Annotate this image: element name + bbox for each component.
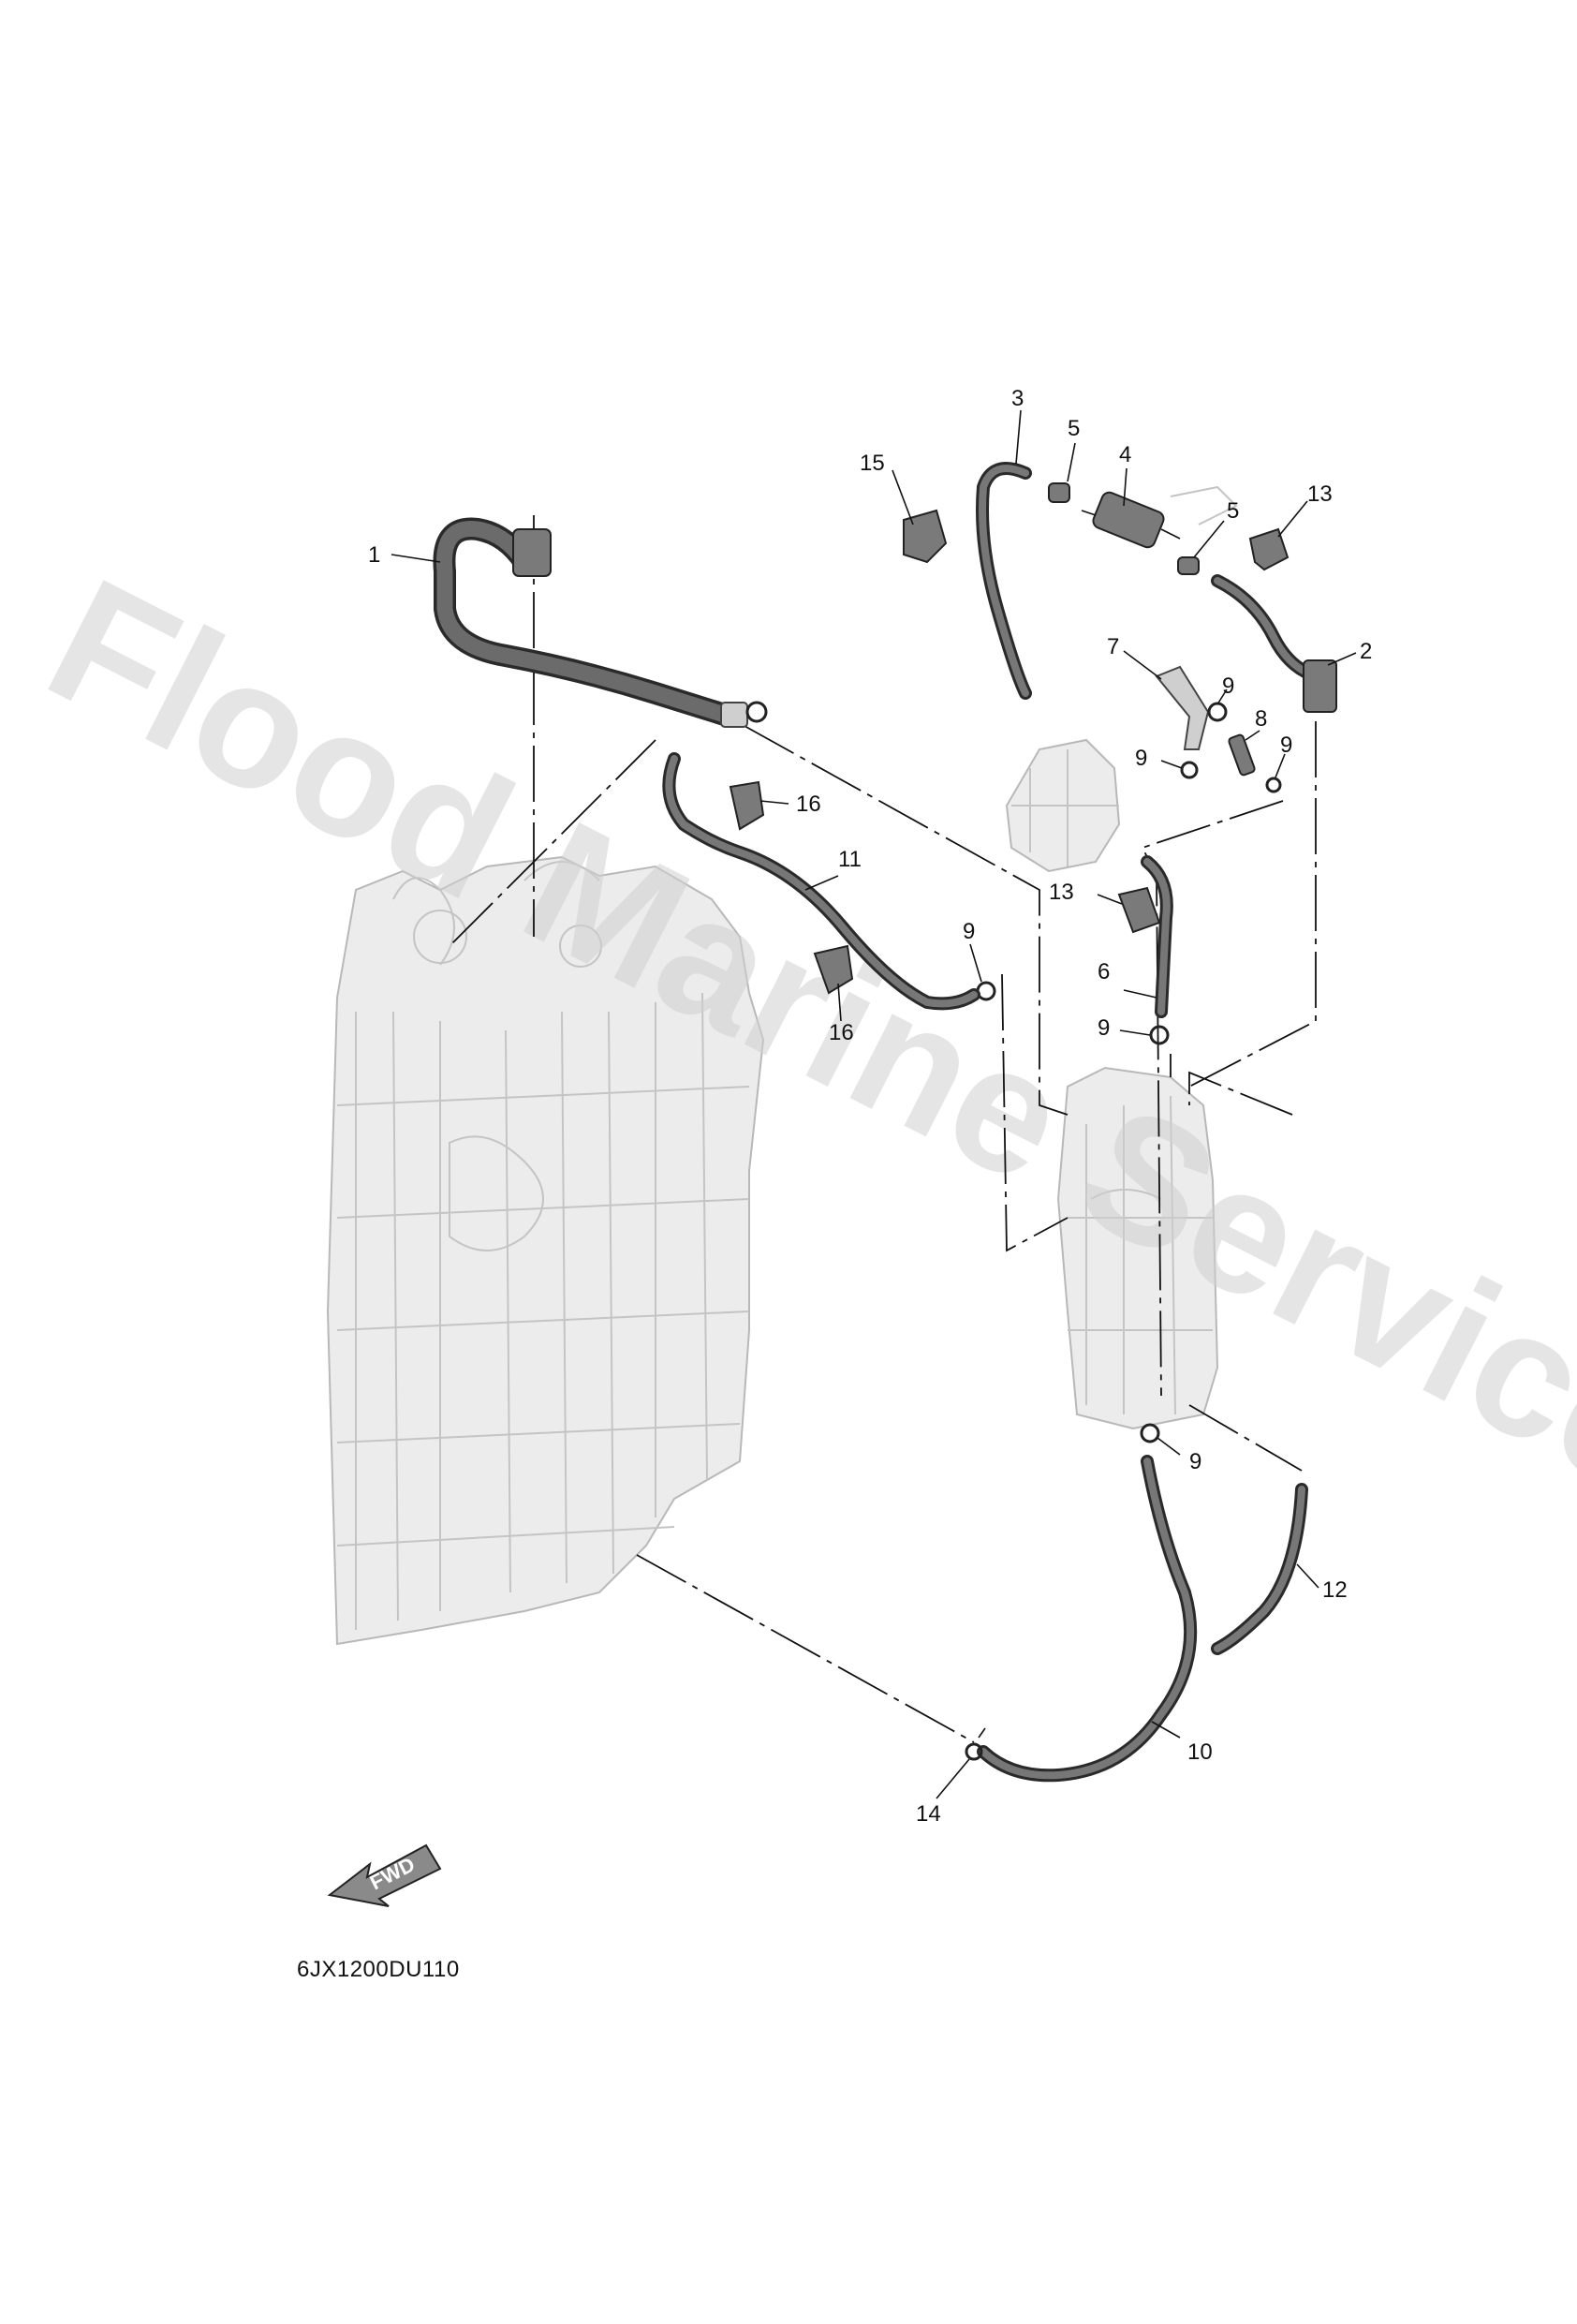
part-16-holder-b — [813, 944, 854, 995]
part-11-hose — [662, 752, 980, 1011]
callout-9d: 9 — [963, 919, 975, 944]
part-3-hose — [976, 462, 1032, 700]
part-15-holder — [903, 509, 948, 564]
callout-14: 14 — [916, 1801, 941, 1827]
callout-7: 7 — [1107, 634, 1119, 659]
part-1-hose — [433, 517, 768, 728]
part-13-holder-b — [1117, 886, 1161, 934]
callout-3: 3 — [1011, 386, 1024, 411]
part-7-bracket — [1155, 665, 1210, 750]
part-5-clamp-a — [1048, 482, 1070, 503]
engine-block-ghost — [326, 855, 765, 1646]
hose-connector — [512, 528, 552, 577]
part-5-clamp-b — [1177, 556, 1200, 575]
callout-9c: 9 — [1280, 733, 1292, 758]
callout-13b: 13 — [1049, 880, 1074, 905]
callout-15: 15 — [860, 451, 885, 476]
callout-9f: 9 — [1189, 1449, 1201, 1474]
callout-9b: 9 — [1135, 746, 1147, 771]
callout-12: 12 — [1322, 1577, 1348, 1603]
callout-16b: 16 — [829, 1020, 854, 1045]
callout-leaders — [391, 409, 1357, 1799]
callout-16a: 16 — [796, 792, 821, 817]
part-16-holder-a — [729, 780, 765, 831]
callout-4: 4 — [1119, 442, 1131, 467]
callout-5b: 5 — [1227, 498, 1239, 524]
fwd-arrow-icon: FWD — [327, 1843, 442, 1907]
callout-2: 2 — [1360, 639, 1372, 664]
callout-10: 10 — [1187, 1739, 1213, 1765]
callout-11: 11 — [838, 847, 862, 872]
part-13-holder-a — [1248, 527, 1290, 571]
callout-6: 6 — [1098, 959, 1110, 984]
part-12-hose — [1211, 1483, 1308, 1655]
drawing-code: 6JX1200DU110 — [297, 1957, 460, 1982]
part-14-clip — [965, 1727, 986, 1761]
callout-5a: 5 — [1068, 416, 1080, 441]
callout-9e: 9 — [1098, 1015, 1110, 1041]
callout-1: 1 — [368, 542, 380, 568]
callout-9a: 9 — [1222, 674, 1234, 699]
part-8-joint — [1228, 733, 1256, 777]
part-2-hose — [1211, 574, 1337, 713]
watermark-text: Flood Marine Services — [20, 541, 1577, 1576]
callouts: 1 2 3 4 5 5 6 7 8 9 9 9 9 9 9 10 11 12 1… — [368, 386, 1372, 1827]
callout-8: 8 — [1255, 706, 1267, 732]
fuel-filter-ghost — [1005, 738, 1121, 873]
callout-13a: 13 — [1307, 481, 1333, 507]
part-4-filter — [1081, 485, 1238, 549]
part-10-hose — [977, 1455, 1198, 1783]
vapor-separator-ghost — [1056, 1066, 1219, 1430]
part-6-hose — [1141, 855, 1173, 1018]
